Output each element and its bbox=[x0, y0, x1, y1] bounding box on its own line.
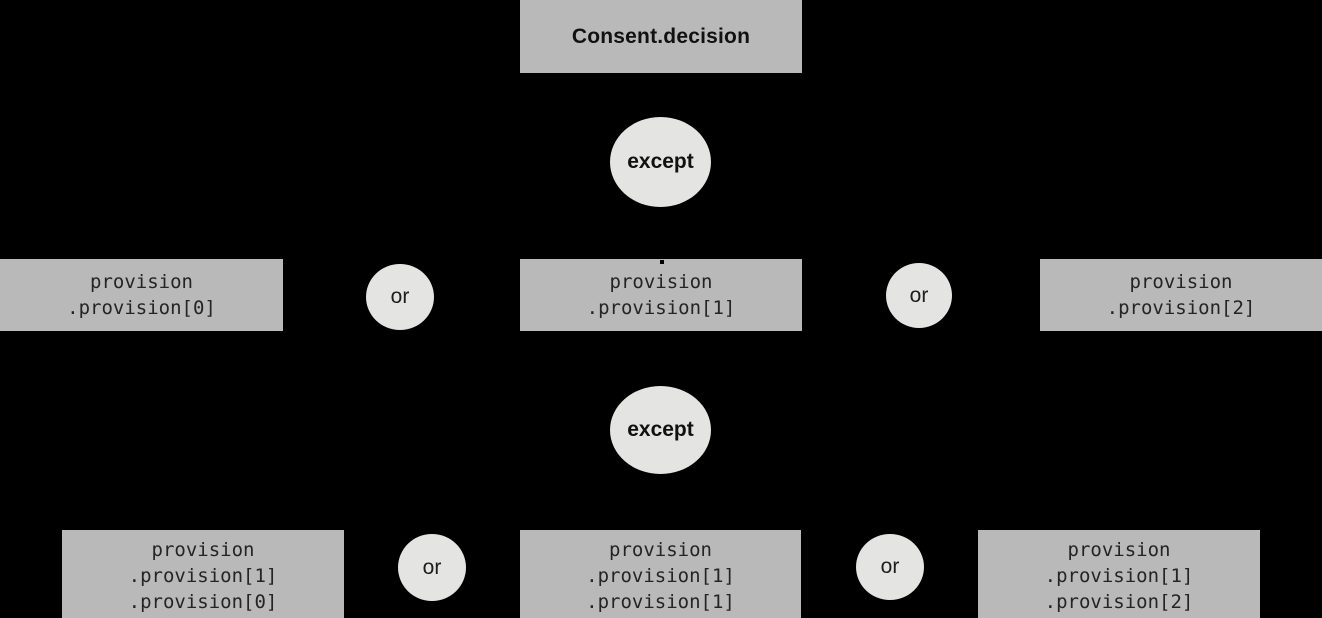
or-node-row2-right: or bbox=[856, 534, 924, 600]
node-label-line: .provision[2] bbox=[1106, 297, 1256, 319]
node-label-line: provision bbox=[1129, 271, 1233, 293]
node-label-line: provision bbox=[151, 539, 255, 561]
or-node-row1-right: or bbox=[886, 263, 952, 328]
node-label-line: .provision[1] bbox=[128, 565, 278, 587]
provision-node-row2-right: provision .provision[1] .provision[2] bbox=[978, 530, 1260, 618]
or-node-label: or bbox=[909, 283, 929, 307]
except-node-bottom: except bbox=[610, 386, 711, 474]
or-node-label: or bbox=[390, 285, 410, 308]
provision-node-row1-left: provision .provision[0] bbox=[0, 259, 283, 331]
or-node-row1-left: or bbox=[366, 264, 434, 330]
node-label-line: provision bbox=[90, 271, 193, 293]
edge-endpoint-dot bbox=[660, 260, 664, 264]
edge-endpoint-dot bbox=[660, 331, 664, 335]
provision-node-row2-left: provision .provision[1] .provision[0] bbox=[62, 530, 344, 618]
or-node-row2-left: or bbox=[398, 534, 466, 601]
root-node-consent-decision: Consent.decision bbox=[520, 0, 802, 73]
node-label-line: provision bbox=[609, 271, 713, 293]
root-node-label: Consent.decision bbox=[571, 24, 751, 48]
provision-node-row2-middle: provision .provision[1] .provision[1] bbox=[520, 530, 801, 618]
or-node-label: or bbox=[422, 555, 442, 579]
provision-node-row1-right: provision .provision[2] bbox=[1040, 259, 1322, 331]
or-node-label: or bbox=[880, 555, 900, 578]
node-label-line: .provision[0] bbox=[67, 297, 216, 319]
node-label-line: provision bbox=[609, 539, 712, 561]
provision-node-row1-middle: provision .provision[1] bbox=[520, 259, 802, 331]
node-label-line: .provision[1] bbox=[1044, 565, 1194, 587]
except-node-top: except bbox=[610, 117, 711, 207]
node-label-line: .provision[1] bbox=[586, 297, 736, 319]
node-label-line: provision bbox=[1067, 539, 1171, 561]
node-label-line: .provision[2] bbox=[1044, 591, 1194, 613]
except-node-label: except bbox=[627, 150, 694, 173]
node-label-line: .provision[1] bbox=[586, 591, 735, 613]
node-label-line: .provision[1] bbox=[586, 565, 735, 587]
except-node-label: except bbox=[627, 418, 694, 441]
node-label-line: .provision[0] bbox=[128, 591, 278, 613]
